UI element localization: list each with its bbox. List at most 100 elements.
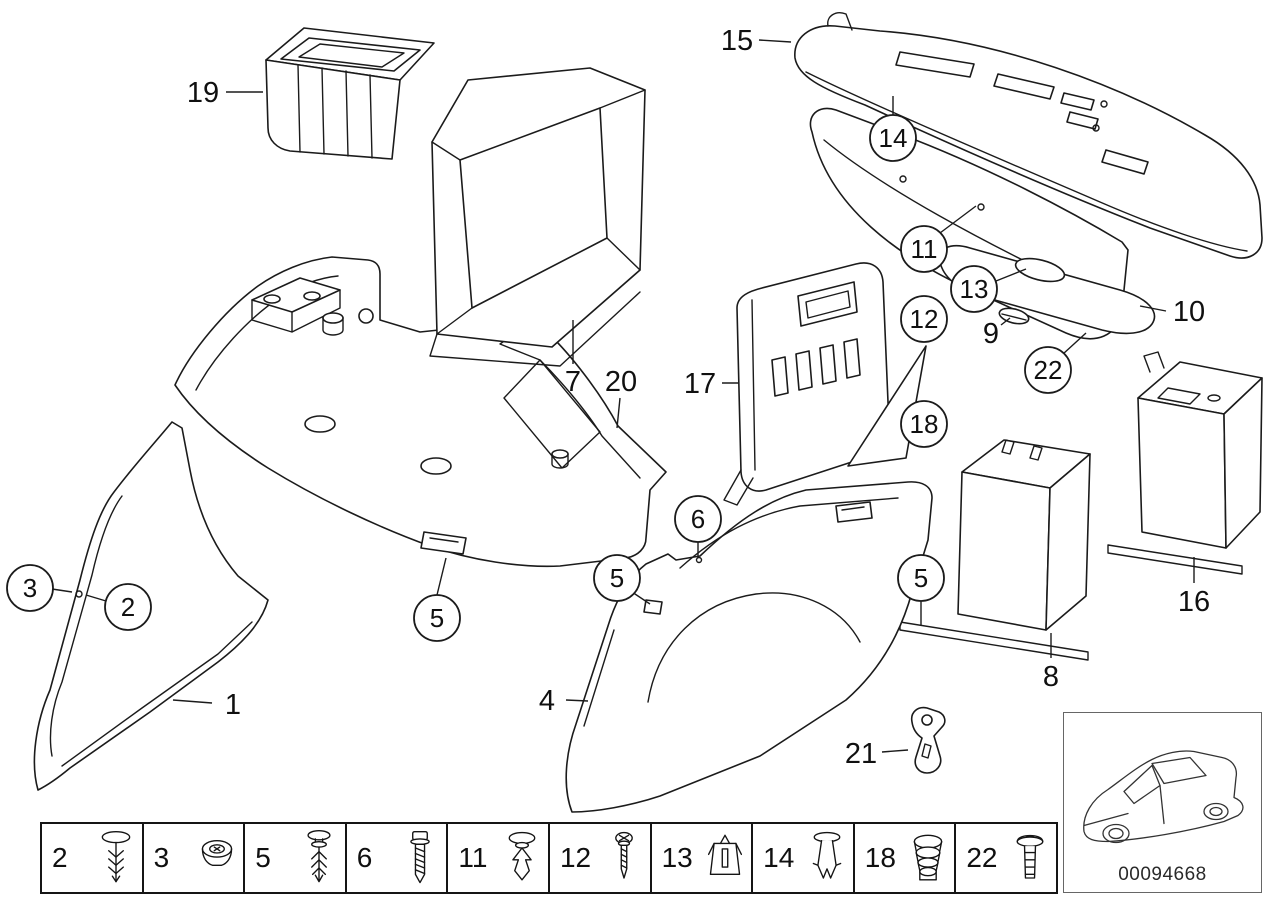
callout-16[interactable]: 16 bbox=[1178, 586, 1210, 618]
part-16-lid-detail bbox=[1157, 387, 1201, 405]
floor-panel-boss bbox=[303, 291, 321, 301]
callout-circled-14[interactable]: 14 bbox=[869, 114, 917, 162]
callout-9[interactable]: 9 bbox=[983, 318, 999, 350]
part-13-grommet-opening bbox=[1014, 257, 1066, 283]
callout-10[interactable]: 10 bbox=[1173, 296, 1205, 328]
legend-item-14[interactable]: 14 bbox=[753, 824, 855, 892]
car-side-window bbox=[1123, 764, 1161, 805]
part-17-edge-line bbox=[751, 299, 756, 471]
part-19-floor bbox=[298, 43, 405, 68]
part-16-mount-rail bbox=[1107, 544, 1243, 575]
part-4-wheel-arch bbox=[647, 592, 861, 703]
trim-clip-icon bbox=[502, 827, 542, 889]
part-15-slot bbox=[1101, 149, 1149, 175]
legend-item-12[interactable]: 12 bbox=[550, 824, 652, 892]
floor-panel-handle-line bbox=[429, 537, 459, 543]
part-16-mount-tab bbox=[1143, 351, 1165, 373]
fastener-position-dot bbox=[977, 203, 985, 211]
part-4-bracket-inner bbox=[841, 506, 865, 511]
callout-circled-22[interactable]: 22 bbox=[1024, 346, 1072, 394]
callout-circled-5-right-trim[interactable]: 5 bbox=[593, 554, 641, 602]
callout-21[interactable]: 21 bbox=[845, 738, 877, 770]
callout-circle bbox=[869, 114, 917, 162]
legend-item-label: 3 bbox=[153, 842, 170, 873]
callout-label: 5 bbox=[610, 563, 624, 593]
part-17-top-opening-inner bbox=[805, 290, 851, 319]
car-door-line bbox=[1159, 784, 1165, 825]
callout-circled-2[interactable]: 2 bbox=[104, 583, 152, 631]
leader-line bbox=[1062, 332, 1087, 355]
part-17-slot bbox=[771, 356, 789, 397]
screw-icon bbox=[400, 827, 440, 889]
callout-4[interactable]: 4 bbox=[539, 685, 555, 717]
leader-line bbox=[172, 699, 213, 704]
floor-panel-hole bbox=[358, 308, 374, 324]
part-21-bracket bbox=[910, 706, 946, 774]
callout-circled-3[interactable]: 3 bbox=[6, 564, 54, 612]
callout-circled-5-floor[interactable]: 5 bbox=[413, 594, 461, 642]
callout-circled-13[interactable]: 13 bbox=[950, 265, 998, 313]
legend-item-label: 18 bbox=[864, 842, 896, 873]
callout-circle bbox=[104, 583, 152, 631]
part-4-outline bbox=[565, 481, 933, 813]
part-21-hole bbox=[921, 714, 933, 726]
callout-circled-11[interactable]: 11 bbox=[900, 225, 948, 273]
rubber-grommet-icon bbox=[908, 827, 948, 889]
legend-item-5[interactable]: 5 bbox=[245, 824, 347, 892]
legend-item-22[interactable]: 22 bbox=[956, 824, 1056, 892]
legend-item-6[interactable]: 6 bbox=[347, 824, 449, 892]
callout-1[interactable]: 1 bbox=[225, 689, 241, 721]
push-nut-icon bbox=[197, 827, 237, 889]
callout-15[interactable]: 15 bbox=[721, 25, 753, 57]
callout-label: 3 bbox=[23, 573, 37, 603]
expanding-nut-icon bbox=[705, 827, 745, 889]
part-15-slot bbox=[993, 73, 1055, 100]
part-8-mount-rail bbox=[899, 621, 1089, 661]
part-16-stowage-box bbox=[1107, 351, 1263, 575]
part-15-left-tab bbox=[827, 12, 853, 31]
part-17-slot bbox=[843, 338, 861, 379]
callout-circled-5-rail[interactable]: 5 bbox=[897, 554, 945, 602]
legend-item-3[interactable]: 3 bbox=[144, 824, 246, 892]
part-1-inner-contour bbox=[49, 495, 123, 757]
callout-17[interactable]: 17 bbox=[684, 368, 716, 400]
callout-circle bbox=[950, 265, 998, 313]
callout-label: 14 bbox=[879, 123, 908, 153]
part-4-bracket bbox=[835, 501, 873, 523]
callout-8[interactable]: 8 bbox=[1043, 661, 1059, 693]
callout-label: 22 bbox=[1034, 355, 1063, 385]
part-16-front-face bbox=[1137, 397, 1227, 549]
callout-circled-6[interactable]: 6 bbox=[674, 495, 722, 543]
callout-circle bbox=[6, 564, 54, 612]
legend-item-2[interactable]: 2 bbox=[42, 824, 144, 892]
diagram-document-number: 00094668 bbox=[1118, 864, 1207, 885]
part-8-battery-cover-box bbox=[899, 439, 1091, 661]
callout-label: 18 bbox=[910, 409, 939, 439]
part-8-top-clips bbox=[1001, 439, 1043, 461]
legend-item-13[interactable]: 13 bbox=[652, 824, 754, 892]
legend-item-18[interactable]: 18 bbox=[855, 824, 957, 892]
callout-circled-18[interactable]: 18 bbox=[900, 400, 948, 448]
leader-line bbox=[436, 557, 447, 596]
callout-label: 13 bbox=[960, 274, 989, 304]
expansion-rivet-icon bbox=[299, 827, 339, 889]
floor-panel-boss bbox=[263, 294, 281, 304]
callout-20[interactable]: 20 bbox=[605, 366, 637, 398]
callout-19[interactable]: 19 bbox=[187, 77, 219, 109]
part-8-front-face bbox=[957, 471, 1051, 631]
callout-circle bbox=[1024, 346, 1072, 394]
leader-line bbox=[616, 397, 621, 429]
part-4-right-side-trim bbox=[565, 481, 933, 813]
fastener-position-dot bbox=[75, 590, 83, 598]
floor-panel-raised-block-sides bbox=[251, 289, 341, 333]
callout-7[interactable]: 7 bbox=[565, 366, 581, 398]
callout-circle bbox=[674, 495, 722, 543]
fastener-legend: 2 3 5 bbox=[40, 822, 1058, 894]
callout-circled-12[interactable]: 12 bbox=[900, 295, 948, 343]
leader-line bbox=[51, 588, 73, 593]
legend-item-11[interactable]: 11 bbox=[448, 824, 550, 892]
callout-label: 11 bbox=[911, 234, 938, 264]
part-17-flange bbox=[723, 469, 754, 506]
leader-line bbox=[565, 699, 589, 702]
car-front-wheel bbox=[1102, 823, 1130, 844]
